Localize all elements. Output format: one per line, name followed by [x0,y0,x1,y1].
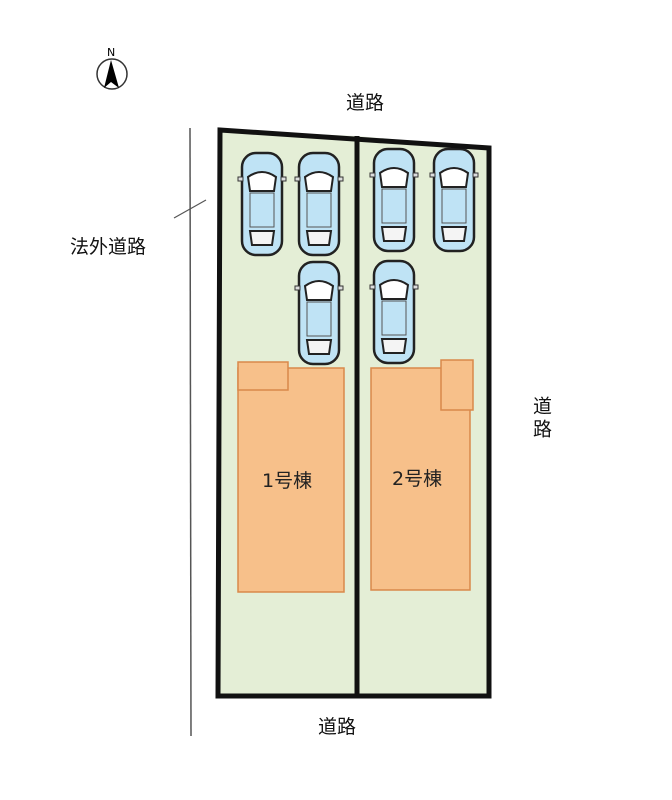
site-boundary [215,127,492,699]
leader-line [173,199,207,219]
house-label-2: 2号棟 [392,468,443,490]
road-label-top: 道路 [346,92,385,114]
house-label-1: 1号棟 [262,470,313,492]
parked-car-icon [294,151,344,257]
house-1 [237,361,345,593]
porch [237,361,289,391]
north-compass-icon [96,58,128,90]
parked-car-icon [237,151,287,257]
parked-car-icon [369,147,419,253]
left-road-line [189,127,192,737]
compass-label: N [107,46,115,59]
parked-car-icon [429,147,479,253]
house-2 [370,359,474,591]
road-label-left: 法外道路 [70,236,147,258]
parked-car-icon [294,260,344,366]
road-label-right: 道路 [530,396,552,442]
road-label-bottom: 道路 [318,716,357,738]
porch [440,359,474,411]
parked-car-icon [369,259,419,365]
